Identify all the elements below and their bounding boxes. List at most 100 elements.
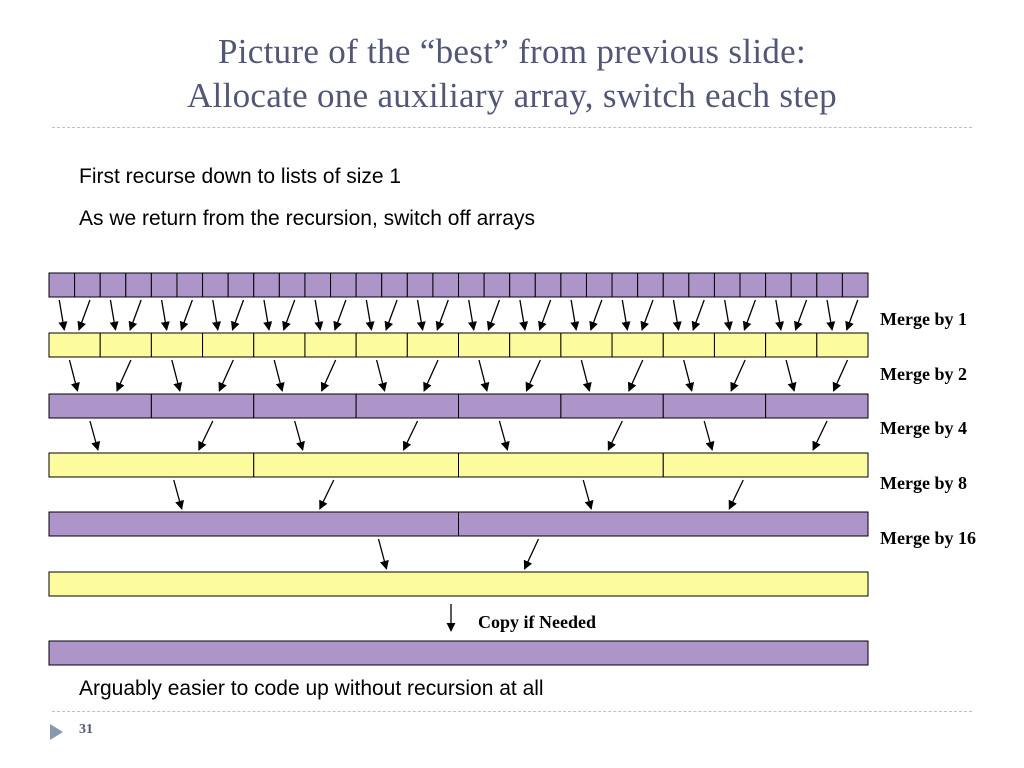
merge-arrow [128, 299, 142, 331]
array-cell [458, 332, 511, 358]
merge-arrow [627, 359, 644, 392]
merge-label-2: Merge by 2 [880, 364, 967, 384]
merge-arrow [171, 359, 183, 392]
array-cell [765, 393, 869, 419]
merge-arrow [519, 299, 529, 331]
merge-arrow [478, 359, 490, 392]
array-cell [458, 272, 485, 298]
merge-arrow [728, 479, 744, 510]
merge-label-4: Merge by 4 [880, 418, 967, 438]
array-cell [790, 272, 818, 298]
array-cell [330, 272, 357, 298]
array-cell [765, 272, 792, 298]
array-cell [150, 393, 255, 419]
array-cell [48, 452, 255, 478]
merge-arrow [467, 299, 477, 331]
array-cell [739, 272, 767, 298]
merge-label-8: Merge by 8 [880, 473, 967, 493]
array-cell [713, 272, 741, 298]
merge-arrow [730, 359, 746, 392]
footer-divider [52, 711, 972, 712]
array-cell [406, 272, 434, 298]
array-cell [458, 452, 664, 478]
array-cell [765, 332, 818, 358]
array-cell [125, 272, 152, 298]
array-cell [560, 332, 613, 358]
merge-arrow [683, 359, 695, 392]
merge-arrow [423, 359, 439, 392]
merge-arrow [160, 299, 170, 331]
merge-arrow [742, 299, 756, 331]
merge-arrow [294, 420, 305, 451]
merge-arrow [640, 299, 654, 331]
array-cell [662, 332, 715, 358]
array-cell [406, 332, 459, 358]
title-line-1: Picture of the “best” from previous slid… [218, 32, 806, 71]
merge-arrow [691, 299, 705, 331]
array-cell [560, 393, 664, 419]
merge-arrow [402, 420, 419, 451]
copy-if-needed-label: Copy if Needed [478, 612, 596, 632]
merge-arrow [525, 359, 541, 392]
array-cell [841, 272, 869, 298]
array-cell [48, 272, 76, 298]
array-cell [381, 272, 408, 298]
merge-arrow [785, 359, 797, 392]
merge-arrow [282, 299, 296, 331]
merge-arrow [523, 538, 540, 570]
merge-arrow [384, 299, 398, 331]
array-cell [304, 332, 357, 358]
array-cell [150, 272, 178, 298]
merge-arrow [672, 299, 682, 331]
merge-arrow [723, 299, 733, 331]
array-cell [432, 272, 459, 298]
merge-arrow [703, 420, 715, 451]
array-cell [355, 332, 408, 358]
merge-arrow [826, 299, 836, 331]
merge-arrow [621, 299, 631, 331]
array-cell [176, 272, 204, 298]
merge-arrow [89, 420, 101, 451]
merge-arrow [377, 538, 389, 570]
merge-arrow [845, 299, 859, 331]
array-cell [816, 332, 869, 358]
merge-arrow [314, 299, 324, 331]
array-cell [534, 272, 562, 298]
array-cell [611, 332, 664, 358]
merge-arrow [775, 299, 785, 331]
merge-arrow [832, 359, 849, 392]
title-divider [52, 127, 972, 128]
slide-title: Picture of the “best” from previous slid… [0, 30, 1024, 118]
merge-arrow [589, 299, 603, 331]
merge-arrow [333, 299, 347, 331]
merge-arrow [435, 299, 449, 331]
merge-arrow [570, 299, 580, 331]
merge-arrow [116, 359, 132, 392]
merge-arrows [58, 299, 859, 632]
array-cell [355, 272, 383, 298]
array-cell [662, 452, 869, 478]
array-cell [48, 640, 869, 666]
array-cell [227, 272, 255, 298]
array-cell [509, 332, 562, 358]
page-number: 31 [79, 722, 93, 737]
merge-arrow [320, 359, 337, 392]
array-cell [74, 272, 101, 298]
array-cell [48, 511, 459, 537]
array-cell [483, 272, 511, 298]
array-cell [150, 332, 204, 358]
array-cell [48, 571, 869, 597]
merge-arrow [109, 299, 119, 331]
merge-arrow [416, 299, 426, 331]
array-cell [611, 272, 639, 298]
merge-label-1: Merge by 1 [880, 309, 967, 329]
array-cell [253, 272, 280, 298]
merge-arrow [231, 299, 245, 331]
merge-arrow [179, 299, 193, 331]
merge-arrow [68, 359, 80, 392]
merge-arrow [58, 299, 68, 331]
array-cell [304, 272, 332, 298]
merge-arrow [486, 299, 501, 331]
array-cell [585, 272, 613, 298]
array-cell [355, 393, 459, 419]
